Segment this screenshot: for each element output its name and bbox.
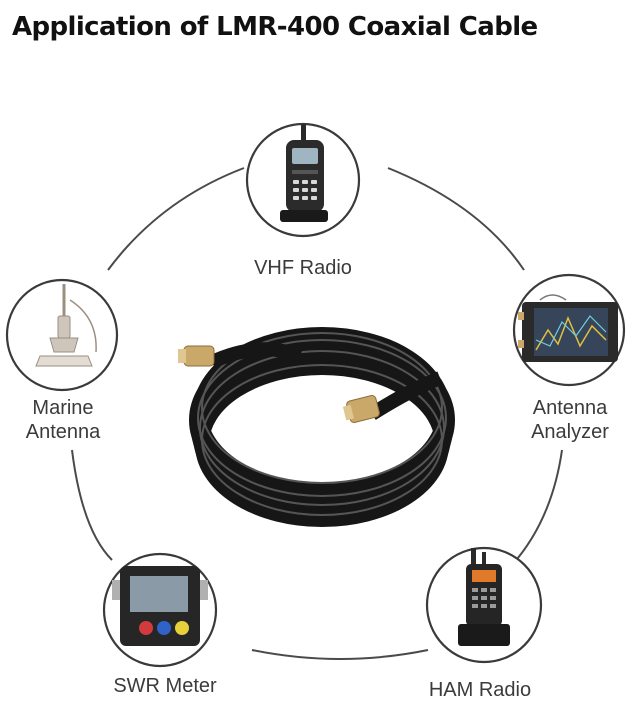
vhf-radio-label: VHF Radio xyxy=(254,257,352,279)
swr-meter-icon xyxy=(112,566,208,646)
vhf-radio-node xyxy=(245,122,361,238)
arc-swr-to-ham xyxy=(251,649,429,660)
arc-analyzer-to-ham xyxy=(511,449,563,566)
vhf-radio-icon xyxy=(280,124,328,222)
marine-antenna-label-line-2: Antenna xyxy=(25,421,101,443)
connector-arcs xyxy=(71,167,563,660)
ham-radio-label: HAM Radio xyxy=(428,679,532,701)
arc-vhf-to-marine xyxy=(107,167,245,271)
coiled-coaxial-cable-icon xyxy=(189,327,455,527)
marine-antenna-icon xyxy=(35,284,97,367)
ham-radio-node xyxy=(425,546,543,664)
antenna-analyzer-node xyxy=(512,273,626,387)
antenna-analyzer-label-line-1: Antenna xyxy=(532,397,608,419)
marine-antenna-label-line-1: Marine xyxy=(32,397,94,419)
arc-marine-to-swr xyxy=(71,449,113,561)
swr-meter-label: SWR Meter xyxy=(113,675,217,697)
pl259-connector-left xyxy=(178,345,215,367)
page-title: Application of LMR-400 Coaxial Cable xyxy=(12,12,538,42)
antenna-analyzer-label-line-2: Analyzer xyxy=(531,421,609,443)
antenna-analyzer-icon xyxy=(518,294,618,362)
marine-antenna-node xyxy=(5,278,119,392)
antenna-analyzer-label: Antenna Analyzer xyxy=(508,396,632,444)
marine-antenna-label: Marine Antenna xyxy=(8,396,118,444)
ham-radio-icon xyxy=(458,548,510,646)
arc-vhf-to-analyzer xyxy=(387,167,525,271)
pl259-connector-right xyxy=(342,395,380,423)
swr-meter-node xyxy=(102,552,218,668)
